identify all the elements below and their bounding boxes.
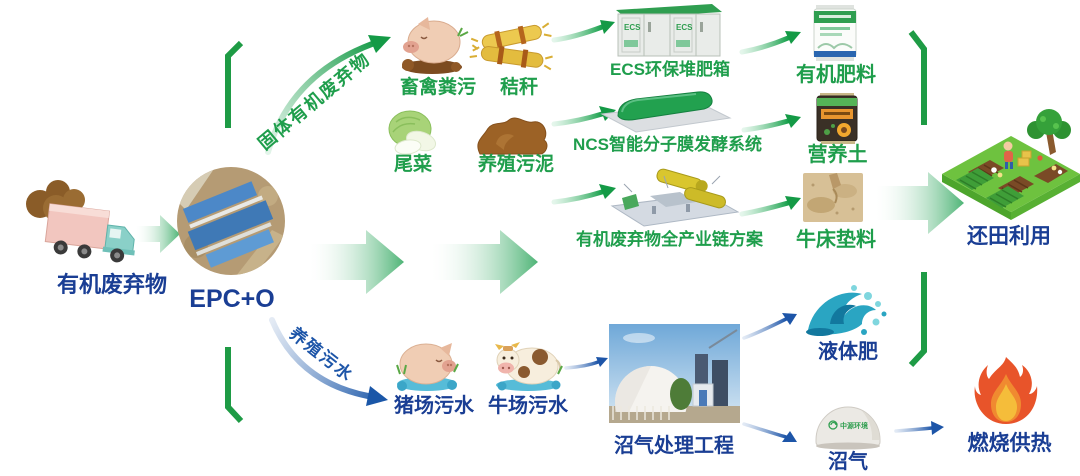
input-label-straw: 秸秆 bbox=[499, 77, 538, 98]
process-label-ecs: ECS环保堆肥箱 bbox=[610, 60, 730, 79]
arrow-ecs-to-fertilizer bbox=[739, 31, 801, 55]
input-label-pig-water: 猪场污水 bbox=[394, 395, 474, 417]
pig-manure-icon bbox=[396, 12, 469, 76]
arrow-to-chain bbox=[551, 184, 616, 205]
flame-icon bbox=[973, 354, 1039, 428]
arrow-chain-to-bedding bbox=[739, 196, 801, 217]
dome-logo-text: 中源环境 bbox=[840, 421, 868, 430]
sludge-icon bbox=[472, 112, 550, 156]
ecs-compost-box-icon: ECS ECS bbox=[612, 0, 724, 60]
input-label-vegetable: 尾菜 bbox=[393, 154, 432, 175]
hub-label: EPC+O bbox=[189, 285, 275, 313]
ecs-box-text-1: ECS bbox=[624, 23, 641, 32]
cow-wastewater-icon bbox=[494, 340, 563, 392]
arrow-to-field bbox=[876, 172, 964, 234]
arrow-cow-to-biogas bbox=[564, 357, 608, 370]
arrow-main-2 bbox=[432, 230, 538, 294]
ecs-box-text-2: ECS bbox=[676, 23, 693, 32]
input-label-sludge: 养殖污泥 bbox=[477, 154, 554, 175]
nutrient-soil-bag-icon bbox=[813, 92, 861, 145]
pig-wastewater-icon bbox=[394, 336, 460, 392]
ncs-membrane-icon bbox=[600, 84, 732, 134]
straw-icon bbox=[469, 14, 553, 74]
biogas-dome-icon: 中源环境 bbox=[810, 394, 886, 452]
process-label-ncs: NCS智能分子膜发酵系统 bbox=[573, 135, 762, 154]
biogas-label: 沼气 bbox=[828, 451, 868, 473]
product-label-bedding: 牛床垫料 bbox=[796, 229, 876, 251]
industry-chain-machinery-icon bbox=[608, 166, 742, 228]
arrow-truck-to-epc bbox=[136, 215, 180, 253]
liquid-fertilizer-label: 液体肥 bbox=[818, 341, 878, 363]
arrow-biogas-to-dome bbox=[742, 422, 797, 442]
farm-field-icon bbox=[942, 109, 1080, 228]
organic-fertilizer-bag-icon bbox=[808, 4, 862, 62]
arrow-solid-branch bbox=[265, 35, 391, 155]
biogas-plant-label: 沼气处理工程 bbox=[614, 435, 734, 457]
cow-bedding-photo bbox=[803, 173, 863, 222]
vegetable-waste-icon bbox=[386, 108, 440, 156]
arrow-to-ecs bbox=[551, 20, 615, 43]
process-label-chain: 有机废弃物全产业链方案 bbox=[576, 230, 763, 249]
bracket-left bbox=[225, 40, 244, 424]
source-label: 有机废弃物 bbox=[56, 272, 167, 297]
arrow-biogas-to-liquid-fert bbox=[742, 313, 797, 340]
waste-truck-icon bbox=[22, 180, 140, 272]
arrow-main-1 bbox=[310, 230, 404, 294]
arrow-liquid-branch bbox=[269, 317, 388, 406]
input-label-cow-water: 牛场污水 bbox=[488, 395, 568, 417]
bracket-right bbox=[908, 30, 927, 368]
arrow-ncs-to-soil bbox=[741, 114, 801, 133]
product-label-fertilizer: 有机肥料 bbox=[796, 64, 876, 86]
product-label-soil: 营养土 bbox=[807, 144, 868, 166]
heating-label: 燃烧供热 bbox=[967, 432, 1052, 455]
liquid-fertilizer-splash-icon bbox=[798, 282, 887, 340]
epc-plant-photo bbox=[176, 166, 286, 276]
field-use-label: 还田利用 bbox=[967, 225, 1051, 248]
arrow-dome-to-flame bbox=[894, 421, 944, 435]
biogas-plant-photo bbox=[609, 324, 740, 423]
input-label-manure: 畜禽粪污 bbox=[399, 77, 476, 98]
